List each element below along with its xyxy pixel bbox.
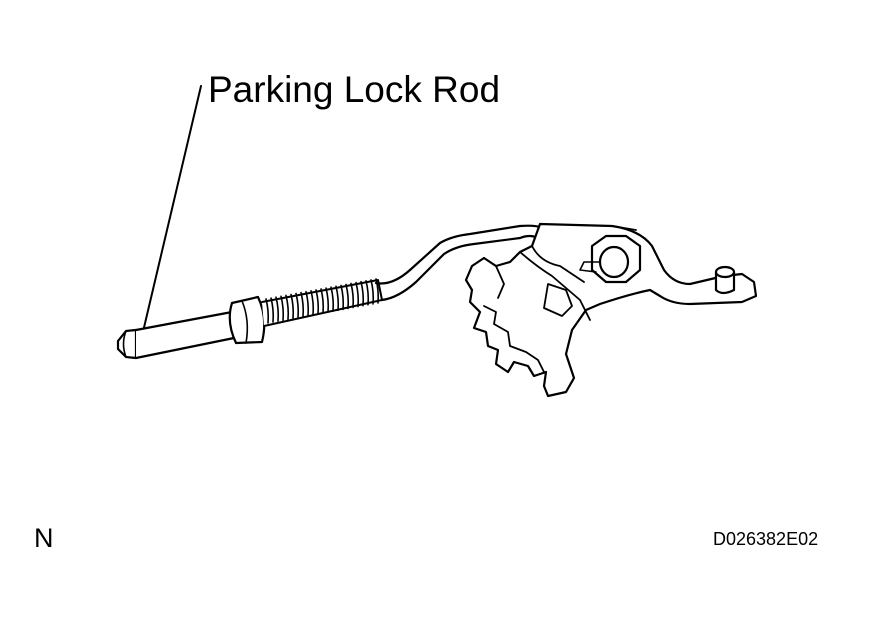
lever-pin	[714, 265, 736, 295]
rod-shaft	[134, 310, 236, 360]
spring-coil	[315, 289, 320, 315]
figure-id: D026382E02	[713, 529, 819, 549]
spring-coil	[325, 287, 330, 313]
spring-coil	[360, 280, 365, 307]
spring-coil	[320, 288, 325, 314]
pivot-boss	[579, 234, 642, 284]
spring-coil	[370, 279, 375, 305]
rod-collar	[228, 295, 266, 345]
spring-coil	[355, 281, 360, 308]
spring-coil	[335, 285, 340, 312]
spring-coil	[265, 298, 270, 324]
spring-coil	[275, 296, 280, 322]
spring-coil	[310, 290, 315, 316]
spring-coil	[295, 292, 300, 319]
spring-coil	[350, 282, 355, 309]
parking-lock-rod-label: Parking Lock Rod	[208, 69, 501, 110]
spring-coil	[285, 294, 290, 321]
spring-coil	[300, 291, 305, 318]
spring-coil	[280, 295, 285, 322]
plate-details	[483, 225, 637, 373]
spring-coil	[365, 280, 370, 306]
view-letter: N	[34, 523, 54, 553]
spring-coil	[345, 283, 350, 310]
spring-coil	[270, 297, 275, 323]
leader-line	[141, 85, 202, 337]
spring-coil	[340, 284, 345, 311]
rod-bend	[374, 224, 522, 302]
spring-coil	[290, 293, 295, 320]
spring-coil	[375, 278, 380, 304]
rod-tip	[116, 328, 138, 360]
spring-coil	[305, 290, 310, 317]
spring-coil	[330, 286, 335, 312]
rod-spring	[261, 278, 383, 327]
